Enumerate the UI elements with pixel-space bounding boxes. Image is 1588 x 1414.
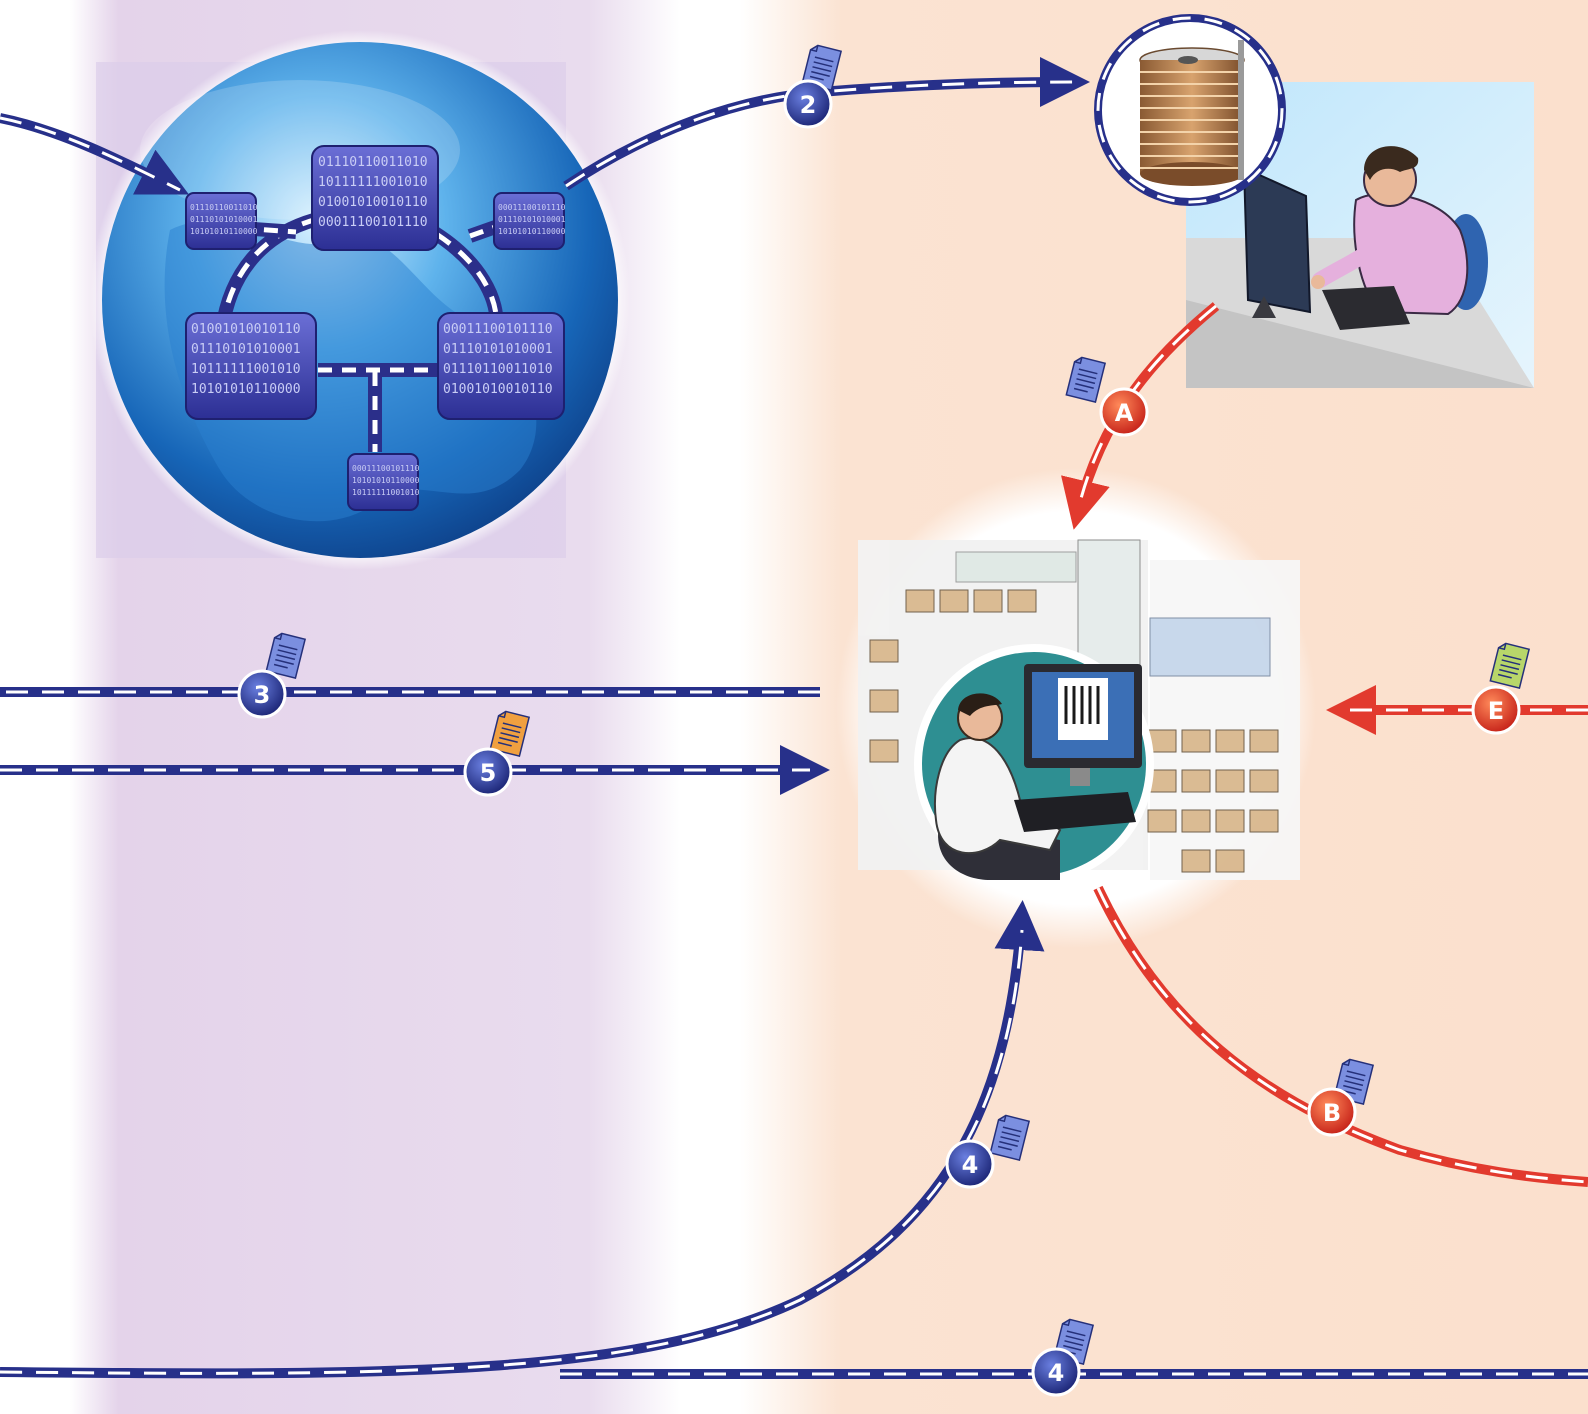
sample-archive-lab-icon: [836, 468, 1316, 948]
badge-circle: [783, 79, 833, 129]
data-chip-left-small: 01110110011010 01110101010001 1010101011…: [185, 192, 258, 250]
flow-4-curve: [0, 900, 1045, 1379]
data-chip-left: 01001010010110 01110101010001 1011111100…: [185, 312, 317, 420]
svg-text:10111111001010: 10111111001010: [352, 488, 420, 497]
svg-text:10101010110000: 10101010110000: [191, 382, 301, 397]
svg-text:01001010010110: 01001010010110: [318, 195, 428, 210]
badge-step-3: 3: [237, 631, 306, 719]
svg-text:00011100101110: 00011100101110: [498, 203, 566, 212]
svg-text:01001010010110: 01001010010110: [191, 322, 301, 337]
data-chip-right: 00011100101110 01110101010001 0111011001…: [437, 312, 565, 420]
flow-B: [1093, 885, 1588, 1187]
badge-label: B: [1323, 1099, 1341, 1127]
step-badges: 2 3 5 4 4 A B E: [237, 43, 1530, 1397]
svg-text:01110110011010: 01110110011010: [443, 362, 553, 377]
svg-text:10111111001010: 10111111001010: [318, 175, 428, 190]
badge-label: 2: [800, 91, 817, 119]
badge-label: A: [1115, 399, 1134, 427]
svg-text:10101010110000: 10101010110000: [352, 476, 420, 485]
badge-circle: [1031, 1347, 1081, 1397]
svg-text:10101010110000: 10101010110000: [498, 227, 566, 236]
svg-text:10111111001010: 10111111001010: [191, 362, 301, 377]
badge-step-4b: 4: [1031, 1317, 1094, 1397]
svg-text:01110110011010: 01110110011010: [318, 155, 428, 170]
data-chip-top: 01110110011010 10111111001010 0100101001…: [311, 145, 439, 251]
svg-text:01110110011010: 01110110011010: [190, 203, 258, 212]
badge-circle: [945, 1139, 995, 1189]
svg-text:01110101010001: 01110101010001: [191, 342, 301, 357]
svg-text:00011100101110: 00011100101110: [318, 215, 428, 230]
badge-step-B: B: [1307, 1057, 1374, 1137]
badge-label: E: [1488, 697, 1504, 725]
badge-label: 5: [480, 759, 497, 787]
svg-text:01110101010001: 01110101010001: [190, 215, 258, 224]
badge-circle: [1099, 387, 1149, 437]
badge-step-A: A: [1065, 355, 1149, 437]
svg-text:10101010110000: 10101010110000: [190, 227, 258, 236]
disk-storage-icon: [1094, 14, 1286, 206]
badge-label: 3: [254, 681, 271, 709]
svg-text:00011100101110: 00011100101110: [352, 464, 420, 473]
data-chip-right-small: 00011100101110 01110101010001 1010101011…: [493, 192, 566, 250]
badge-step-2: 2: [783, 43, 842, 129]
svg-text:01110101010001: 01110101010001: [498, 215, 566, 224]
globe-network-icon: 01110110011010 10111111001010 0100101001…: [90, 30, 630, 570]
badge-step-4a: 4: [945, 1113, 1030, 1189]
badge-step-5: 5: [463, 709, 530, 797]
badge-circle: [463, 747, 513, 797]
flow-1-incoming: [0, 113, 189, 195]
badge-label: 4: [962, 1151, 979, 1179]
svg-text:01001010010110: 01001010010110: [443, 382, 553, 397]
svg-text:00011100101110: 00011100101110: [443, 322, 553, 337]
data-chip-bottom-small: 00011100101110 10101010110000 1011111100…: [347, 453, 420, 511]
badge-circle: [237, 669, 287, 719]
svg-text:01110101010001: 01110101010001: [443, 342, 553, 357]
badge-label: 4: [1048, 1359, 1065, 1387]
badge-step-E: E: [1471, 641, 1530, 735]
badge-circle: [1471, 685, 1521, 735]
badge-circle: [1307, 1087, 1357, 1137]
